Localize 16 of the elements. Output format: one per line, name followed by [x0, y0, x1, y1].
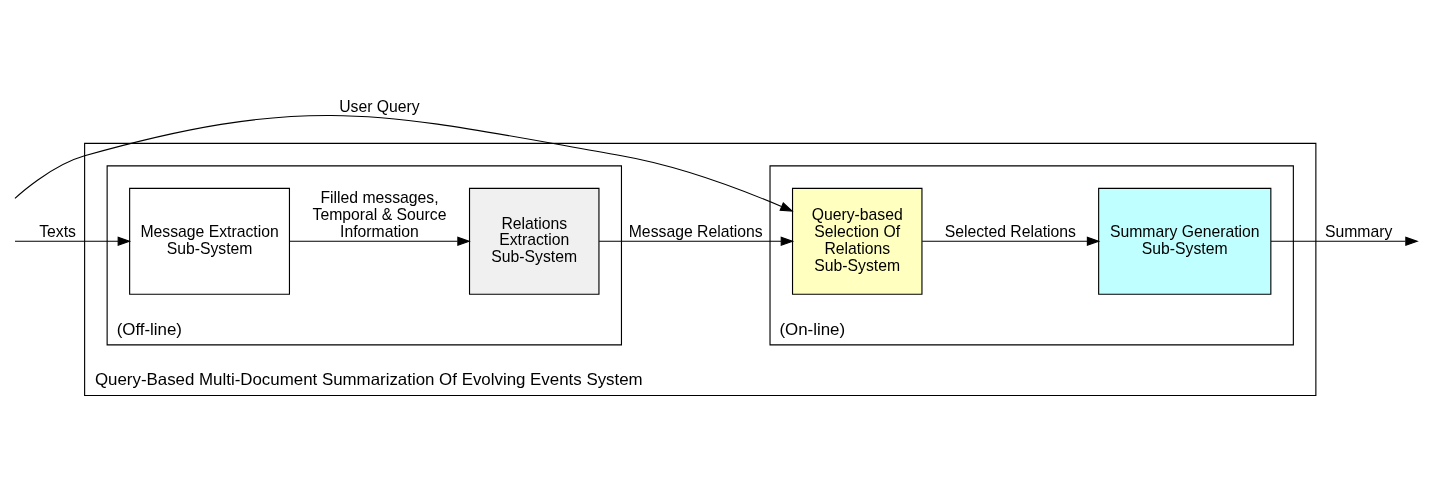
edge-label: Summary	[1324, 223, 1392, 241]
node-box: Summary Generation Sub-System	[1097, 187, 1271, 295]
node-box: Query-based Selection Of Relations Sub-System	[791, 187, 923, 295]
edge-label: Filled messages, Temporal & Source Information	[312, 189, 446, 241]
arrow	[1269, 236, 1419, 247]
arrow	[13, 236, 131, 247]
node-box: Relations Extraction Sub-System	[468, 187, 599, 295]
arrow	[921, 236, 1100, 247]
edge-label: User Query	[338, 98, 420, 116]
edge-label: Message Relations	[628, 223, 763, 241]
edge-label: Selected Relations	[944, 223, 1076, 241]
arrow	[598, 236, 794, 247]
node-box: Message Extraction Sub-System	[128, 187, 290, 295]
arrow	[288, 236, 471, 247]
edge-label: Texts	[38, 223, 76, 241]
arrow	[13, 115, 794, 212]
